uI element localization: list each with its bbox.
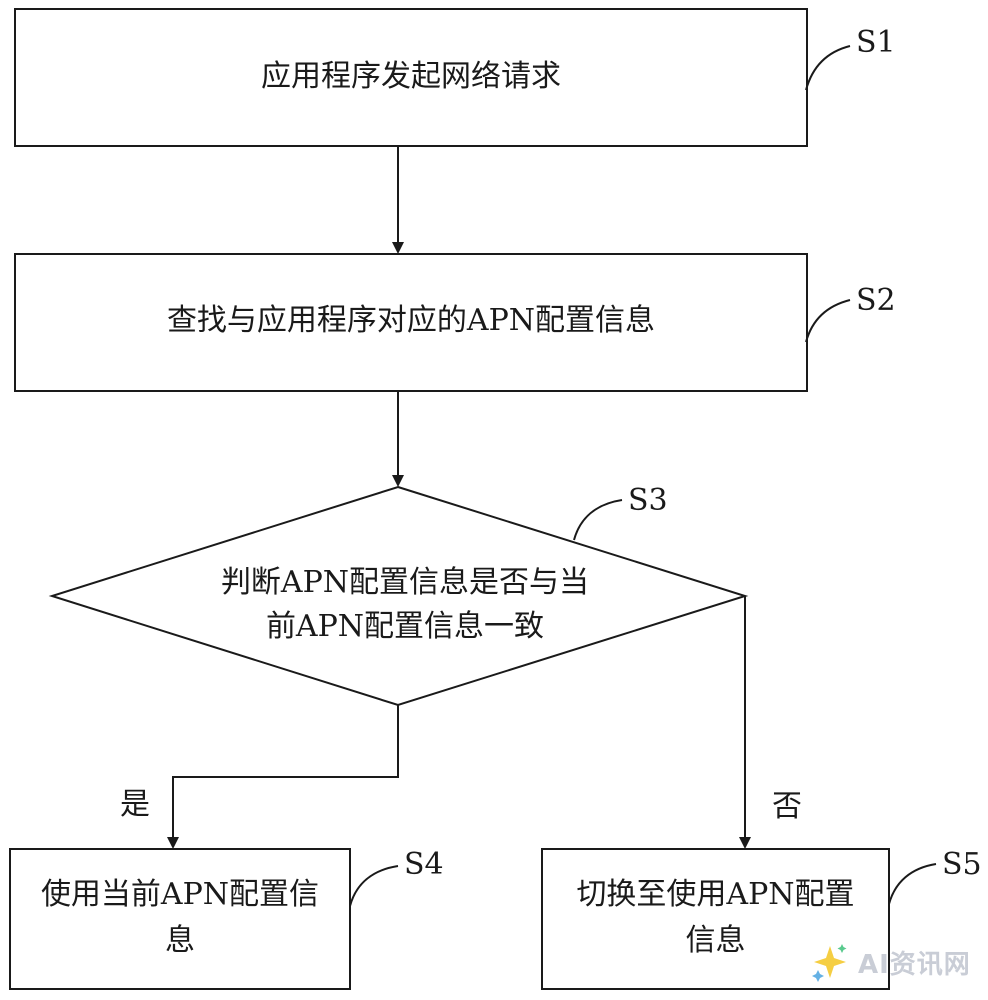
step-label-s4: S4	[404, 847, 444, 882]
step-callout-s3	[573, 499, 623, 541]
process-box-s2	[14, 253, 808, 392]
branch-label-yes: 是	[120, 787, 150, 822]
watermark: AI资讯网	[808, 938, 978, 986]
step-callout-s4	[349, 865, 399, 907]
s5-text-line1: 切换至使用APN配置	[576, 877, 855, 912]
sparkle-icon	[812, 944, 847, 982]
s1-text: 应用程序发起网络请求	[261, 59, 561, 94]
process-box-s4	[9, 848, 351, 990]
s3-text-line1: 判断APN配置信息是否与当	[220, 565, 590, 600]
step-label-s2: S2	[856, 283, 896, 318]
s4-text-line1: 使用当前APN配置信	[40, 877, 320, 912]
step-callout-s5	[888, 863, 937, 905]
step-label-s3: S3	[628, 483, 668, 518]
s4-text-line2: 息	[165, 923, 195, 958]
s3-text-line2: 前APN配置信息一致	[265, 609, 545, 644]
process-box-s1	[14, 8, 808, 147]
arrow-s3-s4-yes	[167, 705, 399, 849]
step-callout-s1	[805, 45, 851, 91]
s2-text: 查找与应用程序对应的APN配置信息	[166, 303, 656, 338]
s5-text-line2: 信息	[685, 923, 746, 958]
step-label-s1: S1	[856, 25, 896, 60]
step-label-s5: S5	[942, 847, 982, 882]
watermark-text: AI资讯网	[858, 949, 971, 980]
step-callout-s2	[805, 299, 851, 343]
process-box-s5	[541, 848, 890, 990]
branch-label-no: 否	[772, 789, 802, 824]
